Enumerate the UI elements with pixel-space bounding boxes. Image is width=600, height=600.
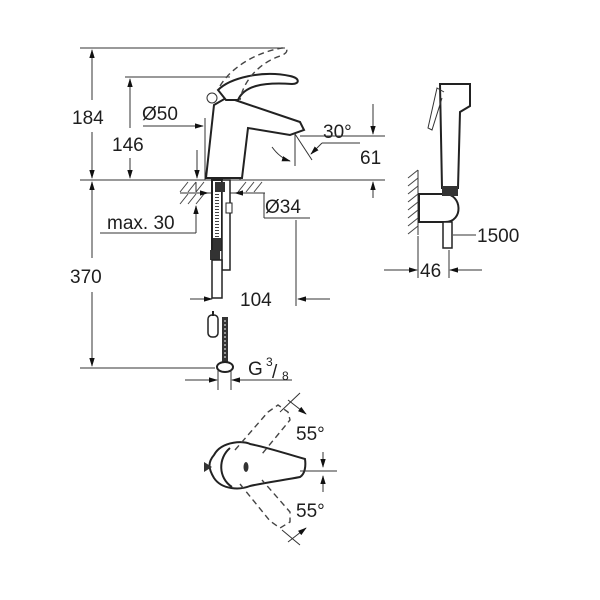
hand-shower-side-view: 1500 46 — [384, 83, 519, 282]
supply-hose — [207, 311, 234, 373]
dim-label-370: 370 — [70, 267, 102, 288]
dim-label-55deg-lower: 55° — [296, 501, 325, 522]
dim-label-d34: Ø34 — [265, 197, 301, 218]
dimension-146: 146 — [112, 78, 144, 179]
dimension-61: 61 — [300, 104, 385, 198]
dimension-max-30: max. 30 — [100, 182, 199, 234]
dim-label-184: 184 — [72, 108, 104, 129]
dimension-46: 46 — [384, 236, 482, 282]
wall-hatching — [407, 169, 419, 235]
dimension-370: 370 — [70, 181, 102, 367]
dim-label-max30: max. 30 — [107, 213, 175, 234]
dim-label-1500: 1500 — [477, 226, 519, 247]
mixer-top-view: 55° 55° — [204, 392, 337, 546]
dim-label-104: 104 — [240, 290, 272, 311]
faucet-body — [194, 47, 306, 179]
dim-label-d50: Ø50 — [142, 104, 178, 125]
dimension-diameter-34: Ø34 — [185, 190, 310, 219]
dim-label-g-den: 8 — [282, 369, 289, 383]
dimension-184: 184 — [72, 49, 104, 179]
dimension-30-degree: 30° — [271, 122, 360, 166]
dim-label-46: 46 — [420, 261, 441, 282]
dim-label-g-num: 3 — [266, 355, 273, 369]
dim-label-146: 146 — [112, 135, 144, 156]
mounting-rod — [210, 179, 233, 299]
dimension-104: 104 — [190, 220, 330, 311]
dim-label-61: 61 — [360, 148, 381, 169]
dimension-g-3-8: G 3 / 8 — [185, 355, 292, 390]
dim-label-g-slash: / — [272, 362, 278, 383]
dim-label-g: G — [248, 359, 263, 380]
dim-label-30deg: 30° — [323, 122, 352, 143]
mixer-side-view: 184 146 Ø50 — [70, 47, 385, 390]
dim-label-55deg-upper: 55° — [296, 424, 325, 445]
